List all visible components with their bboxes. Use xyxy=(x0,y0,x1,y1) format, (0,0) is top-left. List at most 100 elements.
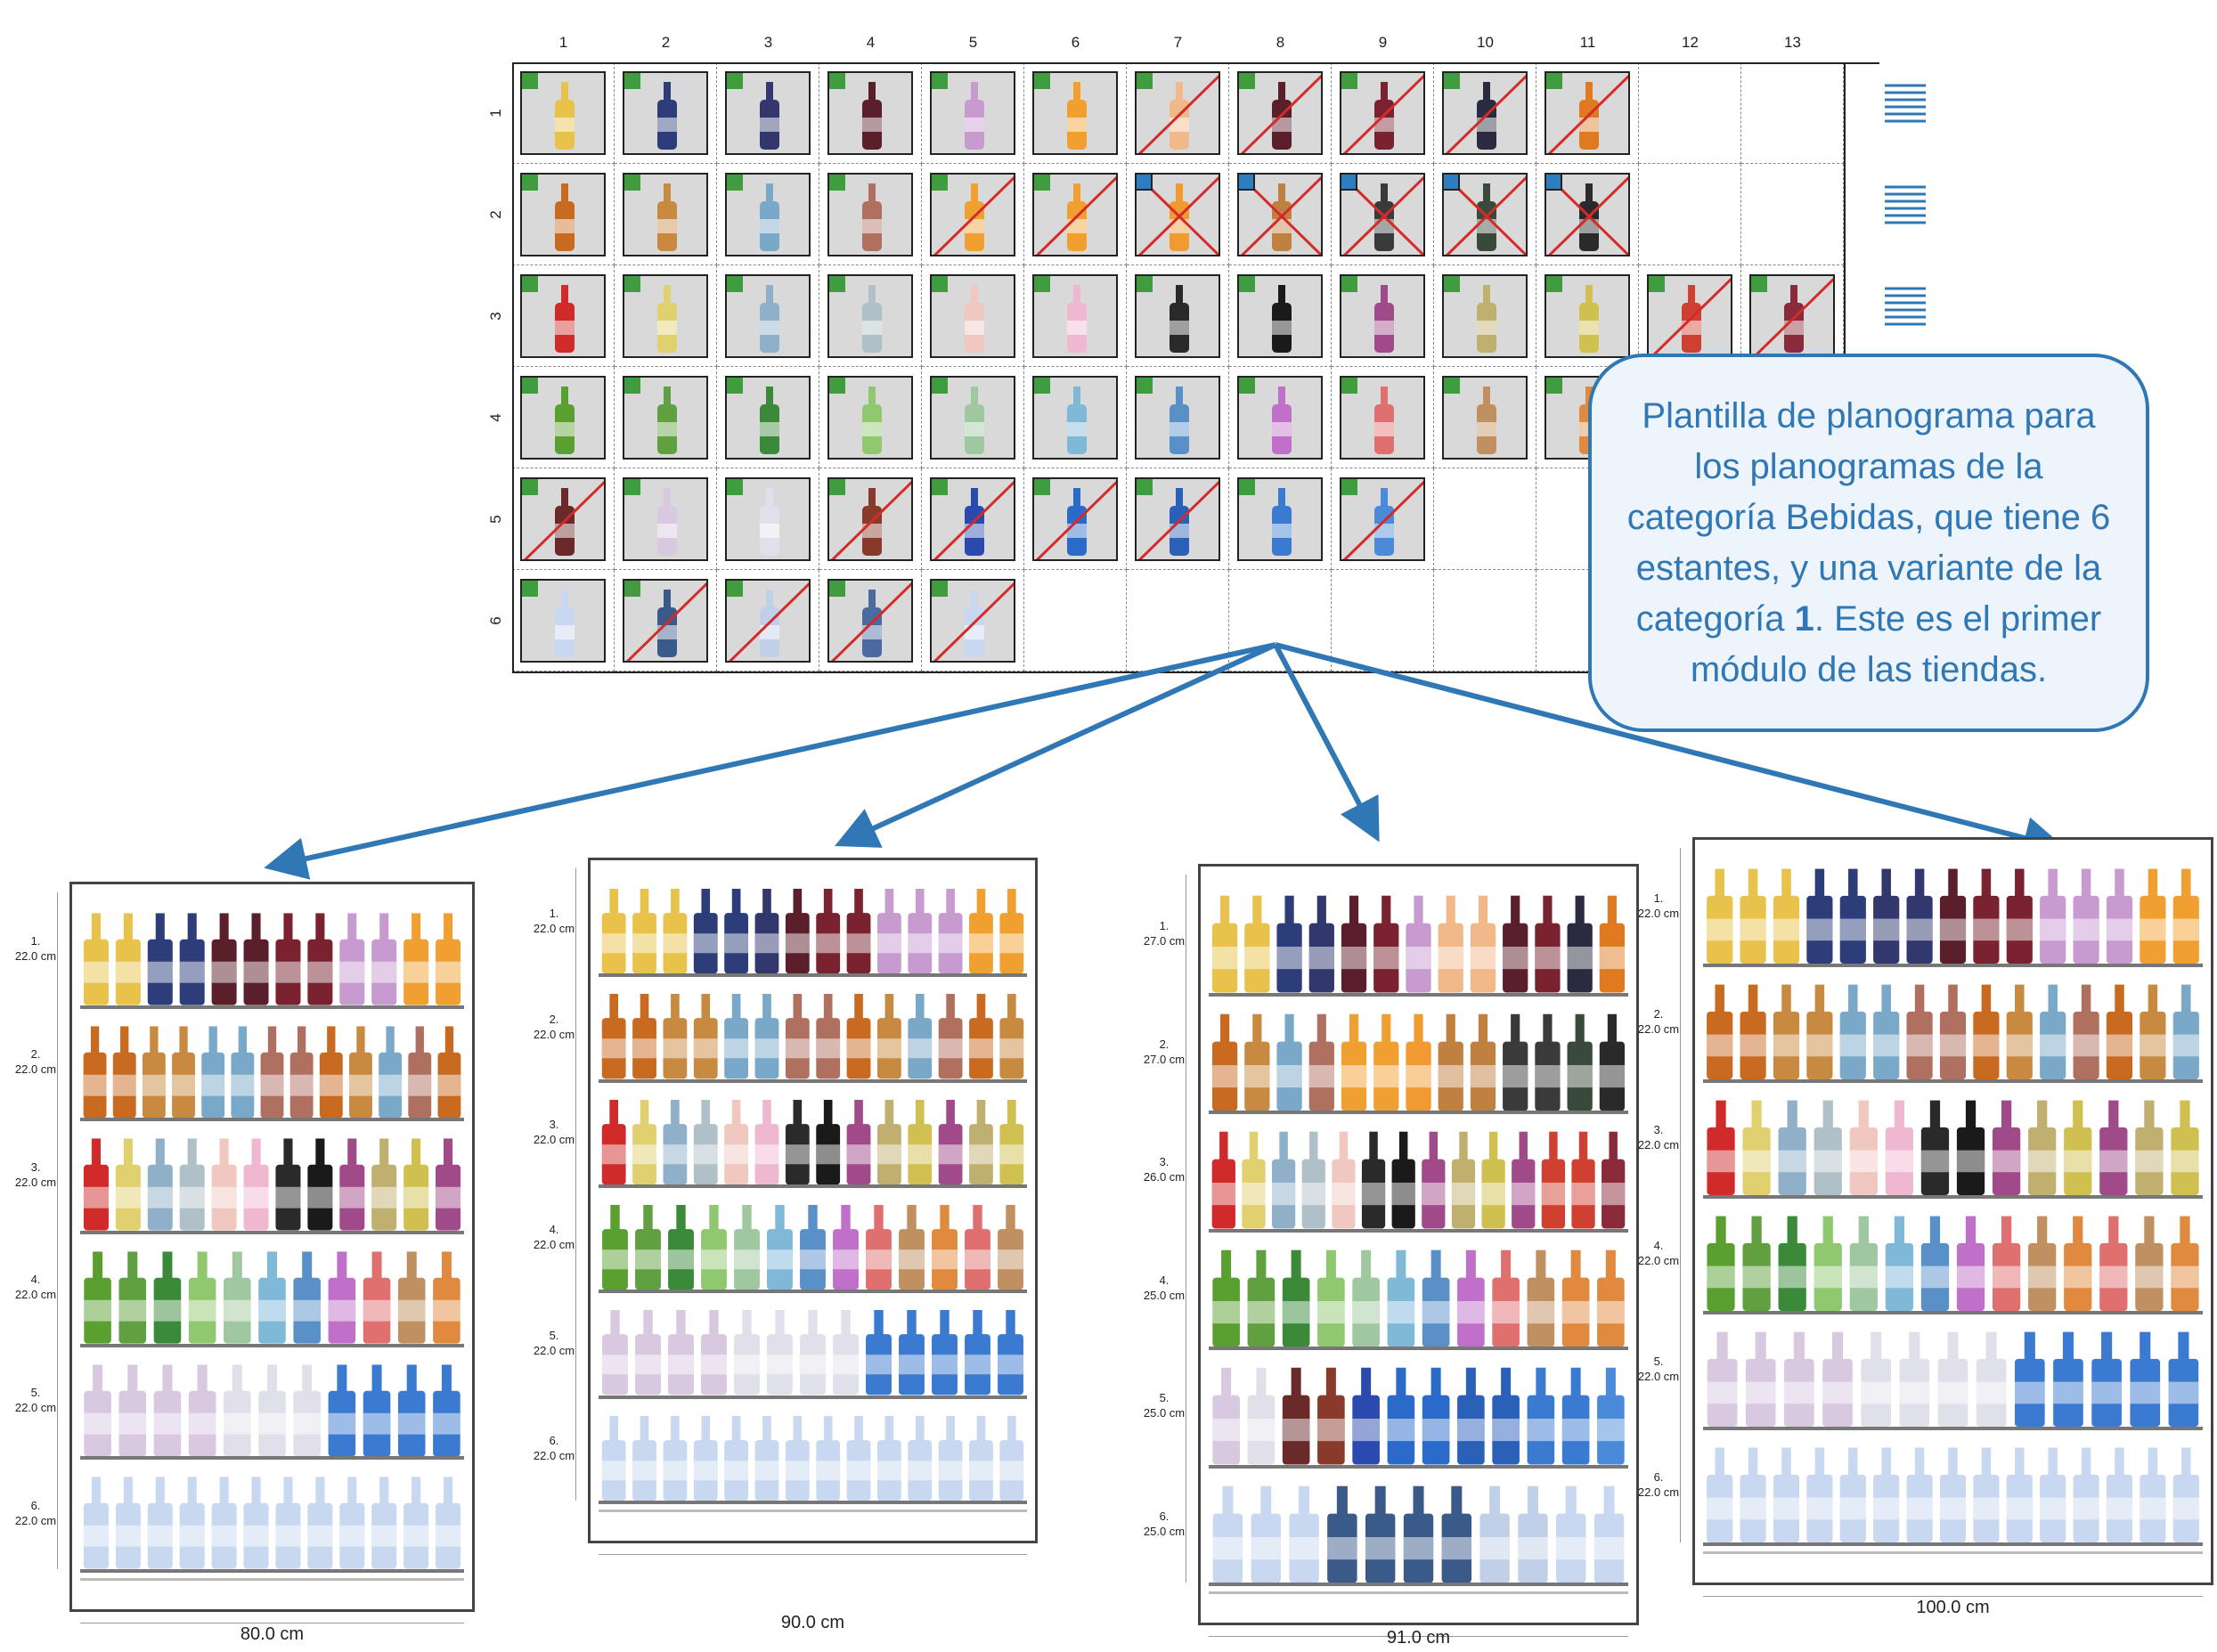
product-facing[interactable] xyxy=(2028,1100,2057,1195)
product-facing[interactable] xyxy=(1778,1100,1806,1195)
product-facing[interactable] xyxy=(969,994,993,1079)
product-facing[interactable] xyxy=(1814,1216,1842,1311)
product-facing[interactable] xyxy=(379,1026,403,1119)
product-facing[interactable] xyxy=(1773,984,1800,1079)
product-facing[interactable] xyxy=(1406,1013,1431,1111)
product-facing[interactable] xyxy=(1212,1485,1243,1583)
product-facing[interactable] xyxy=(2014,1331,2045,1427)
product-facing[interactable] xyxy=(1597,1367,1625,1465)
product-facing[interactable] xyxy=(1503,1013,1528,1111)
product-facing[interactable] xyxy=(188,1364,216,1457)
product-facing[interactable] xyxy=(1778,1216,1806,1311)
product-facing[interactable] xyxy=(1387,1367,1415,1465)
product-slot[interactable] xyxy=(930,579,1015,663)
product-facing[interactable] xyxy=(668,1310,694,1396)
product-facing[interactable] xyxy=(84,1251,111,1344)
product-facing[interactable] xyxy=(153,1364,182,1457)
product-facing[interactable] xyxy=(1992,1216,2021,1311)
product-facing[interactable] xyxy=(1317,1249,1345,1347)
product-facing[interactable] xyxy=(693,889,718,974)
product-facing[interactable] xyxy=(1535,895,1561,993)
product-facing[interactable] xyxy=(2106,868,2133,964)
product-facing[interactable] xyxy=(1244,1013,1270,1111)
product-facing[interactable] xyxy=(1899,1331,1930,1427)
product-facing[interactable] xyxy=(1422,1249,1450,1347)
product-facing[interactable] xyxy=(1773,1447,1800,1542)
product-facing[interactable] xyxy=(969,889,993,974)
product-slot[interactable] xyxy=(930,71,1015,155)
product-slot[interactable] xyxy=(1340,71,1425,155)
product-facing[interactable] xyxy=(754,994,779,1079)
product-facing[interactable] xyxy=(1939,984,1967,1079)
product-facing[interactable] xyxy=(1956,1216,1985,1311)
product-facing[interactable] xyxy=(632,1099,656,1184)
product-facing[interactable] xyxy=(635,1310,661,1396)
product-slot[interactable] xyxy=(1340,477,1425,561)
product-facing[interactable] xyxy=(2064,1216,2092,1311)
product-facing[interactable] xyxy=(1873,868,1900,964)
product-facing[interactable] xyxy=(2135,1100,2164,1195)
product-facing[interactable] xyxy=(1282,1367,1310,1465)
product-facing[interactable] xyxy=(908,1415,933,1501)
product-slot[interactable] xyxy=(1340,376,1425,460)
product-facing[interactable] xyxy=(115,1138,141,1231)
product-facing[interactable] xyxy=(1276,895,1302,993)
product-facing[interactable] xyxy=(1361,1131,1386,1229)
product-facing[interactable] xyxy=(437,1026,461,1119)
product-facing[interactable] xyxy=(1211,1131,1235,1229)
product-facing[interactable] xyxy=(1597,1249,1625,1347)
product-slot[interactable] xyxy=(1442,173,1528,256)
product-facing[interactable] xyxy=(433,1364,461,1457)
product-facing[interactable] xyxy=(1742,1216,1771,1311)
product-facing[interactable] xyxy=(816,994,841,1079)
product-slot[interactable] xyxy=(520,376,606,460)
product-slot[interactable] xyxy=(725,274,811,358)
product-facing[interactable] xyxy=(1276,1013,1302,1111)
product-slot[interactable] xyxy=(623,173,708,256)
product-facing[interactable] xyxy=(83,1477,109,1569)
product-facing[interactable] xyxy=(179,1477,205,1569)
product-facing[interactable] xyxy=(1247,1249,1276,1347)
product-facing[interactable] xyxy=(1457,1249,1485,1347)
product-facing[interactable] xyxy=(2006,868,2033,964)
product-facing[interactable] xyxy=(601,1415,626,1501)
product-facing[interactable] xyxy=(2135,1216,2164,1311)
product-facing[interactable] xyxy=(663,1415,688,1501)
product-facing[interactable] xyxy=(2172,868,2199,964)
product-facing[interactable] xyxy=(1885,1100,1914,1195)
product-facing[interactable] xyxy=(1527,1249,1555,1347)
product-facing[interactable] xyxy=(1352,1249,1380,1347)
product-facing[interactable] xyxy=(1317,1367,1345,1465)
product-facing[interactable] xyxy=(602,1310,628,1396)
product-facing[interactable] xyxy=(1391,1131,1415,1229)
product-facing[interactable] xyxy=(969,1415,993,1501)
product-facing[interactable] xyxy=(260,1026,284,1119)
product-facing[interactable] xyxy=(1212,1249,1240,1347)
product-facing[interactable] xyxy=(293,1364,321,1457)
product-facing[interactable] xyxy=(1492,1249,1520,1347)
product-facing[interactable] xyxy=(938,1415,963,1501)
product-facing[interactable] xyxy=(243,1477,269,1569)
product-slot[interactable] xyxy=(725,71,811,155)
product-facing[interactable] xyxy=(1593,1485,1625,1583)
product-facing[interactable] xyxy=(846,1415,871,1501)
product-facing[interactable] xyxy=(1920,1216,1950,1311)
product-slot[interactable] xyxy=(1135,477,1220,561)
product-facing[interactable] xyxy=(1211,895,1238,993)
product-facing[interactable] xyxy=(1332,1131,1356,1229)
product-facing[interactable] xyxy=(307,1477,333,1569)
product-facing[interactable] xyxy=(1282,1249,1310,1347)
product-slot[interactable] xyxy=(827,376,913,460)
product-facing[interactable] xyxy=(701,1310,727,1396)
product-facing[interactable] xyxy=(1289,1485,1319,1583)
product-facing[interactable] xyxy=(1271,1131,1296,1229)
product-facing[interactable] xyxy=(635,1205,661,1290)
product-slot[interactable] xyxy=(827,173,913,256)
product-facing[interactable] xyxy=(998,1205,1023,1290)
product-facing[interactable] xyxy=(734,1310,760,1396)
product-facing[interactable] xyxy=(2073,1447,2099,1542)
product-facing[interactable] xyxy=(1740,984,1766,1079)
product-facing[interactable] xyxy=(349,1026,372,1119)
product-facing[interactable] xyxy=(2028,1216,2057,1311)
product-facing[interactable] xyxy=(1956,1100,1985,1195)
